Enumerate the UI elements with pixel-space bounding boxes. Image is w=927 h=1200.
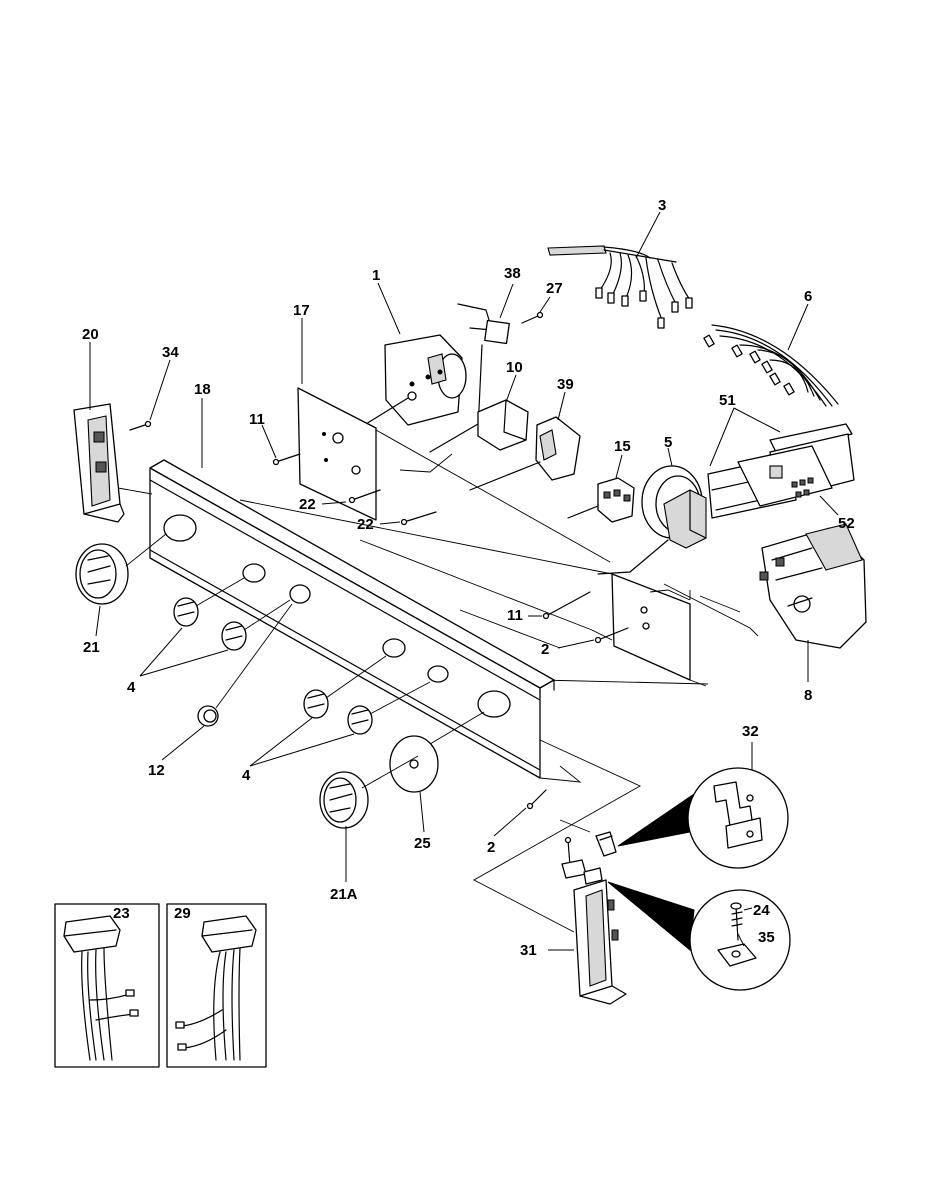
part-27-screw — [521, 311, 544, 324]
callout-2-upper: 2 — [541, 641, 549, 658]
part-12-indicator — [197, 603, 293, 727]
callout-35: 35 — [758, 929, 775, 946]
callout-8: 8 — [804, 687, 812, 704]
callout-20: 20 — [82, 326, 99, 343]
small-clip-assembly — [561, 836, 603, 885]
callout-24: 24 — [753, 902, 770, 919]
lower-guide-lines — [473, 739, 641, 933]
callout-11-lower: 11 — [507, 607, 523, 624]
callout-22-upper: 22 — [299, 496, 316, 513]
callout-17: 17 — [293, 302, 310, 319]
inset-box-29 — [166, 903, 267, 1068]
callout-34: 34 — [162, 344, 179, 361]
screw-11-lower — [542, 591, 591, 620]
callout-29: 29 — [174, 905, 191, 922]
part-32-clip — [595, 831, 617, 857]
callout-23: 23 — [113, 905, 130, 922]
part-31-end-cap — [573, 879, 627, 1005]
part-17-back-plate — [297, 387, 377, 521]
right-end-bracket — [611, 573, 691, 681]
part-8-valve-assembly — [759, 523, 867, 649]
screw-34 — [129, 420, 152, 431]
part-18-control-panel — [149, 459, 582, 783]
part-52-control-board — [737, 445, 833, 507]
part-1-timer — [339, 334, 467, 441]
callout-15: 15 — [614, 438, 631, 455]
callout-4-lower: 4 — [242, 767, 251, 784]
detail-32-magnified — [617, 767, 789, 869]
part-15-switch — [567, 477, 635, 523]
callout-39: 39 — [557, 376, 574, 393]
leader-lines — [89, 211, 839, 951]
screw-22-lower — [400, 511, 437, 526]
callout-27: 27 — [546, 280, 563, 297]
inner-panel-outline — [239, 429, 759, 687]
callout-52: 52 — [838, 515, 855, 532]
inset-box-23 — [54, 903, 160, 1068]
part-20-end-cap — [73, 403, 153, 523]
callout-22-lower: 22 — [357, 516, 374, 533]
knob-4-a — [173, 577, 245, 627]
part-39-switch — [469, 416, 581, 491]
callout-32: 32 — [742, 723, 759, 740]
wire-harness-6 — [703, 324, 839, 407]
callout-3: 3 — [658, 197, 666, 214]
wire-harness-3 — [547, 245, 693, 329]
callout-25: 25 — [414, 835, 431, 852]
callout-5: 5 — [664, 434, 672, 451]
callout-11-upper: 11 — [249, 411, 265, 428]
screw-11-upper — [272, 453, 301, 466]
callout-21a: 21A — [330, 886, 358, 903]
callout-2-lower: 2 — [487, 839, 495, 856]
knob-21a — [319, 755, 419, 829]
screw-2-lower — [526, 789, 547, 810]
callout-38: 38 — [504, 265, 521, 282]
callout-51: 51 — [719, 392, 736, 409]
detail-24-35-magnified — [607, 881, 791, 991]
callout-6: 6 — [804, 288, 812, 305]
callout-21: 21 — [83, 639, 100, 656]
knob-4-c — [303, 655, 387, 719]
callout-12: 12 — [148, 762, 165, 779]
callout-31: 31 — [520, 942, 537, 959]
knob-4-b — [221, 599, 291, 651]
callout-10: 10 — [506, 359, 523, 376]
screw-2-upper — [594, 627, 629, 644]
knob-21 — [75, 533, 167, 605]
callout-1: 1 — [372, 267, 380, 284]
callout-18: 18 — [194, 381, 211, 398]
knob-4-d — [347, 681, 431, 735]
part-25-dial-plate — [389, 711, 485, 793]
callout-4-upper: 4 — [127, 679, 136, 696]
part-10-switch — [429, 399, 529, 453]
callout-labels: 1 3 6 38 27 10 39 15 5 51 52 8 17 18 20 … — [82, 197, 855, 959]
part-5-pressure-switch — [597, 465, 707, 575]
screw-22-upper — [348, 489, 381, 504]
